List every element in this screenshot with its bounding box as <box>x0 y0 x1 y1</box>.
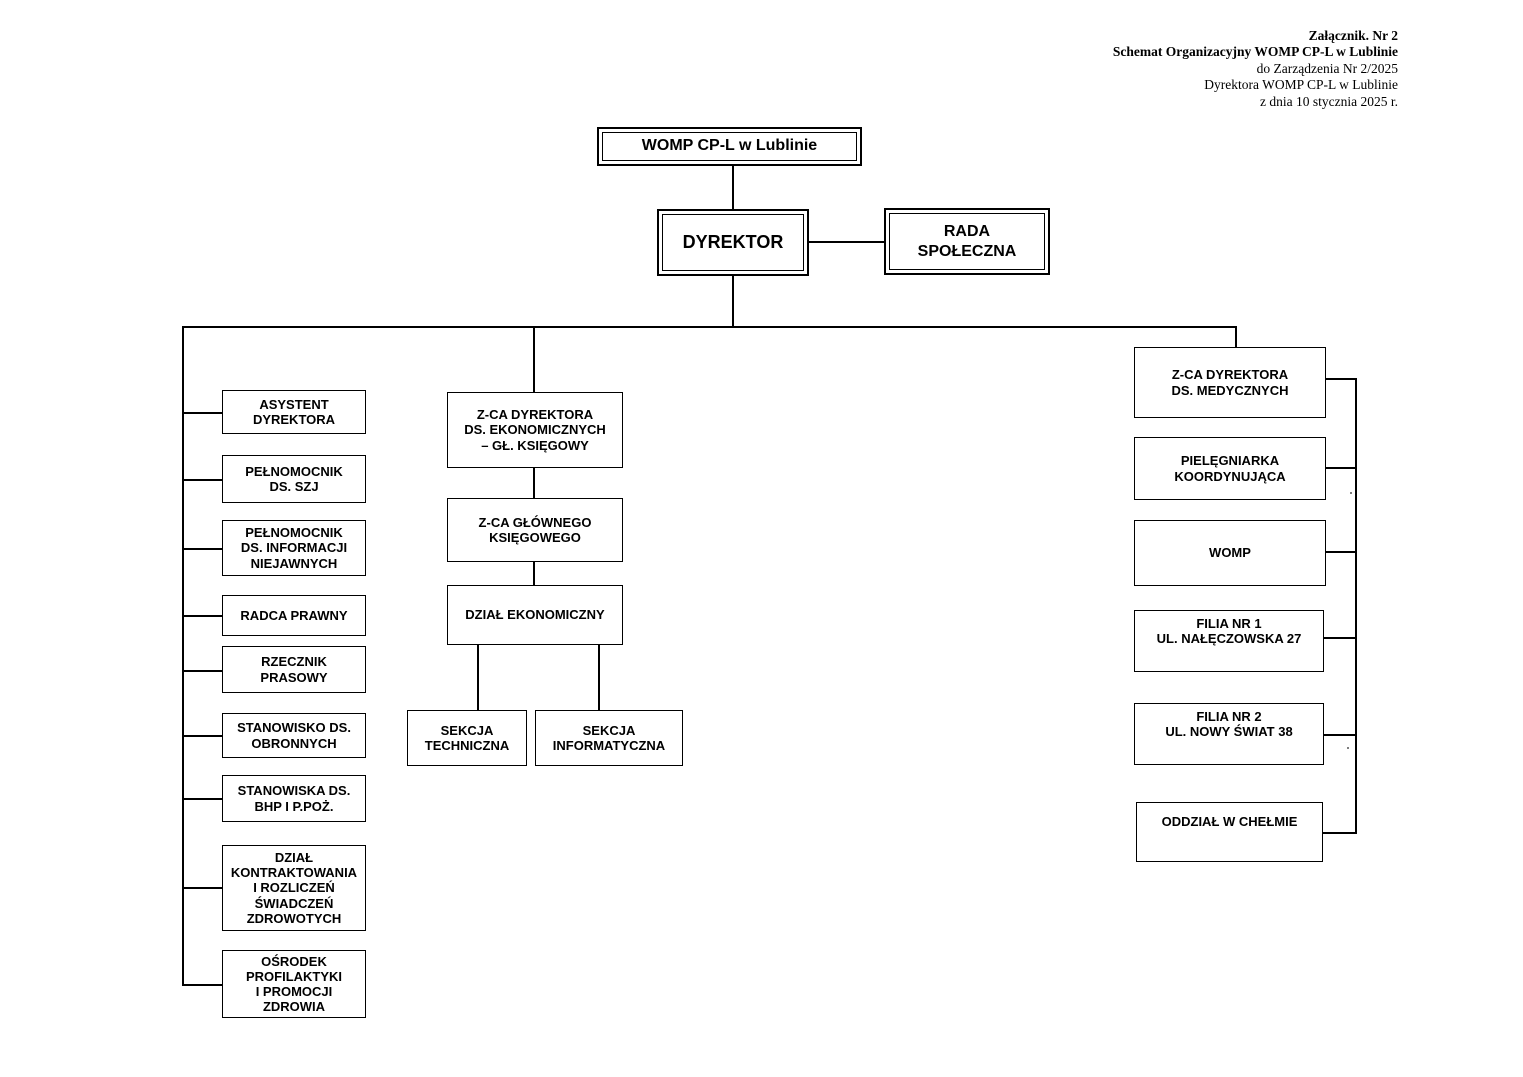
node-zca-glownego-ksiegowego: Z-CA GŁÓWNEGO KSIĘGOWEGO <box>447 498 623 562</box>
node-womp-cpl-root-label: WOMP CP-L w Lublinie <box>602 132 857 161</box>
connector-stub-bhp <box>182 798 222 800</box>
node-womp: WOMP <box>1134 520 1326 586</box>
connector-director-council <box>809 241 884 243</box>
annex-line-3: do Zarządzenia Nr 2/2025 <box>1256 60 1398 76</box>
annex-line-2: Schemat Organizacyjny WOMP CP-L w Lublin… <box>1112 44 1398 60</box>
connector-ekonom-ksiegowy <box>533 468 535 498</box>
connector-stub-filia1 <box>1324 637 1357 639</box>
connector-stub-kontraktowania <box>182 887 222 889</box>
annex-line-4: Dyrektora WOMP CP-L w Lublinie <box>1204 77 1398 93</box>
connector-main-spine <box>182 326 1236 328</box>
node-filia-nr-2: FILIA NR 2 UL. NOWY ŚWIAT 38 <box>1134 703 1324 765</box>
connector-director-spine <box>732 276 734 326</box>
node-dyrektor: DYREKTOR <box>657 209 809 276</box>
node-stanowisko-obronnych: STANOWISKO DS. OBRONNYCH <box>222 713 366 758</box>
connector-stub-asystent <box>182 412 222 414</box>
node-rzecznik-prasowy: RZECZNIK PRASOWY <box>222 646 366 693</box>
node-stanowiska-bhp-ppoz: STANOWISKA DS. BHP I P.POŻ. <box>222 775 366 822</box>
connector-ksiegowy-dzial <box>533 562 535 585</box>
annex-line-1: Załącznik. Nr 2 <box>1308 28 1398 43</box>
connector-spine-medyczny <box>1235 326 1237 347</box>
connector-stub-obronnych <box>182 735 222 737</box>
connector-stub-szj <box>182 479 222 481</box>
connector-stub-pielegniarka <box>1326 467 1357 469</box>
annex-line-5: z dnia 10 stycznia 2025 r. <box>1260 93 1398 109</box>
connector-dzial-techniczna <box>477 645 479 710</box>
connector-dzial-informatyczna <box>598 645 600 710</box>
connector-left-spine <box>182 326 184 986</box>
connector-stub-rzecznik <box>182 670 222 672</box>
node-sekcja-informatyczna: SEKCJA INFORMATYCZNA <box>535 710 683 766</box>
connector-right-spine <box>1355 378 1357 833</box>
node-rada-spoleczna-label: RADA SPOŁECZNA <box>889 213 1045 270</box>
node-filia-nr-1: FILIA NR 1 UL. NAŁĘCZOWSKA 27 <box>1134 610 1324 672</box>
connector-stub-filia2 <box>1324 734 1357 736</box>
node-dzial-ekonomiczny: DZIAŁ EKONOMICZNY <box>447 585 623 645</box>
node-zca-dyrektora-medycznych: Z-CA DYREKTORA DS. MEDYCZNYCH <box>1134 347 1326 418</box>
stray-dot <box>1350 492 1352 494</box>
stray-dot <box>1347 747 1349 749</box>
connector-stub-womp <box>1326 551 1357 553</box>
node-zca-dyrektora-ekonomicznych: Z-CA DYREKTORA DS. EKONOMICZNYCH – GŁ. K… <box>447 392 623 468</box>
node-pelnomocnik-szj: PEŁNOMOCNIK DS. SZJ <box>222 455 366 503</box>
node-dyrektor-label: DYREKTOR <box>662 214 804 271</box>
connector-stub-niejawnych <box>182 548 222 550</box>
connector-root-director <box>732 166 734 209</box>
node-sekcja-techniczna: SEKCJA TECHNICZNA <box>407 710 527 766</box>
node-dzial-kontraktowania: DZIAŁ KONTRAKTOWANIA I ROZLICZEŃ ŚWIADCZ… <box>222 845 366 931</box>
node-pelnomocnik-informacji-niejawnych: PEŁNOMOCNIK DS. INFORMACJI NIEJAWNYCH <box>222 520 366 576</box>
node-pielegniarka-koordynujaca: PIELĘGNIARKA KOORDYNUJĄCA <box>1134 437 1326 500</box>
connector-stub-radca <box>182 615 222 617</box>
node-oddzial-w-chelmie: ODDZIAŁ W CHEŁMIE <box>1136 802 1323 862</box>
connector-stub-oddzial <box>1323 832 1357 834</box>
connector-spine-ekonomiczny <box>533 326 535 392</box>
connector-stub-osrodek <box>182 984 222 986</box>
node-womp-cpl-root: WOMP CP-L w Lublinie <box>597 127 862 166</box>
node-osrodek-profilaktyki: OŚRODEK PROFILAKTYKI I PROMOCJI ZDROWIA <box>222 950 366 1018</box>
node-rada-spoleczna: RADA SPOŁECZNA <box>884 208 1050 275</box>
node-radca-prawny: RADCA PRAWNY <box>222 595 366 636</box>
connector-stub-medycznych <box>1326 378 1357 380</box>
node-asystent-dyrektora: ASYSTENT DYREKTORA <box>222 390 366 434</box>
annex-header: Załącznik. Nr 2 Schemat Organizacyjny WO… <box>1113 28 1398 110</box>
